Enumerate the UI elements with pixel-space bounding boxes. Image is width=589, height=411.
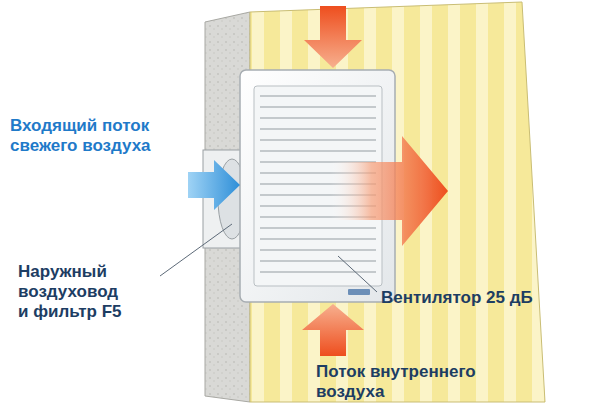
part-label: Наружный воздуховод и фильтр F5 bbox=[18, 262, 130, 322]
louver-slat bbox=[260, 271, 376, 272]
louver-slat bbox=[260, 150, 376, 151]
leader-line bbox=[160, 224, 232, 276]
louver-slat bbox=[260, 260, 376, 261]
louver-slat bbox=[260, 238, 376, 239]
wall-face bbox=[250, 2, 545, 402]
label-box: Вентилятор 25 дБ bbox=[381, 288, 581, 308]
outflow-arrow bbox=[330, 136, 448, 246]
louver-slat bbox=[260, 106, 376, 107]
louver-slat bbox=[260, 249, 376, 250]
top-air-arrow bbox=[304, 6, 362, 68]
louver-slat bbox=[260, 139, 376, 140]
bottom-air-arrow bbox=[302, 304, 364, 356]
label-box: Наружный воздуховод и фильтр F5 bbox=[18, 262, 130, 322]
flow-label: Входящий поток свежего воздуха bbox=[10, 116, 190, 156]
fresh-air-arrow bbox=[188, 160, 240, 210]
fan-logo bbox=[348, 289, 370, 295]
part-label: Вентилятор 25 дБ bbox=[381, 288, 581, 308]
leader-line bbox=[338, 256, 377, 292]
flow-label: Поток внутреннего воздуха bbox=[316, 362, 521, 402]
louver-slat bbox=[260, 95, 376, 96]
louver-slat bbox=[260, 128, 376, 129]
louver-slat bbox=[260, 227, 376, 228]
label-box: Поток внутреннего воздуха bbox=[316, 362, 521, 402]
louver-slat bbox=[260, 117, 376, 118]
label-box: Входящий поток свежего воздуха bbox=[10, 116, 190, 156]
